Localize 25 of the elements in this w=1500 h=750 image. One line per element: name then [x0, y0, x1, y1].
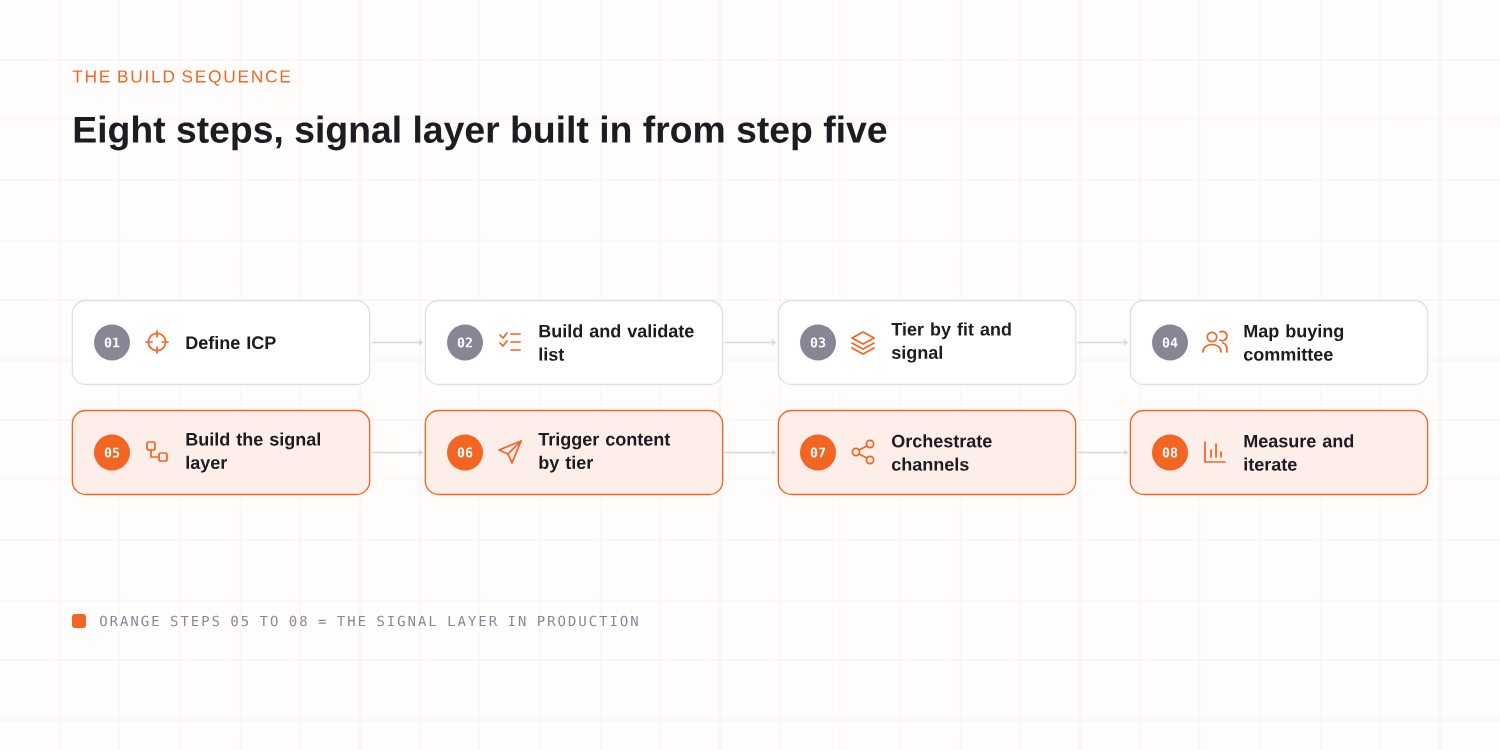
step-number-badge: 07 — [800, 434, 836, 471]
arrow — [371, 339, 424, 346]
arrow — [1077, 449, 1129, 456]
step-label: Define ICP — [186, 335, 276, 350]
step-number-badge: 06 — [447, 434, 483, 471]
step-label: Build and validate list — [539, 324, 694, 361]
step-number-badge: 01 — [94, 324, 130, 361]
step-number-badge: 05 — [94, 434, 130, 471]
step-number-badge: 08 — [1152, 434, 1188, 471]
title: Eight steps, signal layer built in from step five — [74, 115, 887, 151]
step-label: Measure and iterate — [1244, 434, 1354, 471]
step-number-badge: 02 — [447, 324, 483, 361]
eyebrow-label: THE BUILD SEQUENCE — [72, 70, 291, 86]
arrow — [371, 449, 424, 456]
step-label: Build the signal layer — [186, 432, 320, 473]
step-label: Orchestrate channels — [892, 434, 992, 471]
legend-label: ORANGE STEPS 05 TO 08 = THE SIGNAL LAYER IN PRODUCTION — [100, 615, 638, 627]
arrow — [724, 449, 777, 456]
step-label: Trigger content by tier — [538, 432, 671, 473]
step-label: Tier by fit and signal — [891, 322, 1011, 363]
arrow — [1077, 339, 1129, 346]
step-number-badge: 03 — [800, 324, 836, 361]
arrow — [724, 339, 777, 346]
step-label: Map buying committee — [1244, 324, 1344, 361]
step-number-badge: 04 — [1152, 324, 1188, 361]
